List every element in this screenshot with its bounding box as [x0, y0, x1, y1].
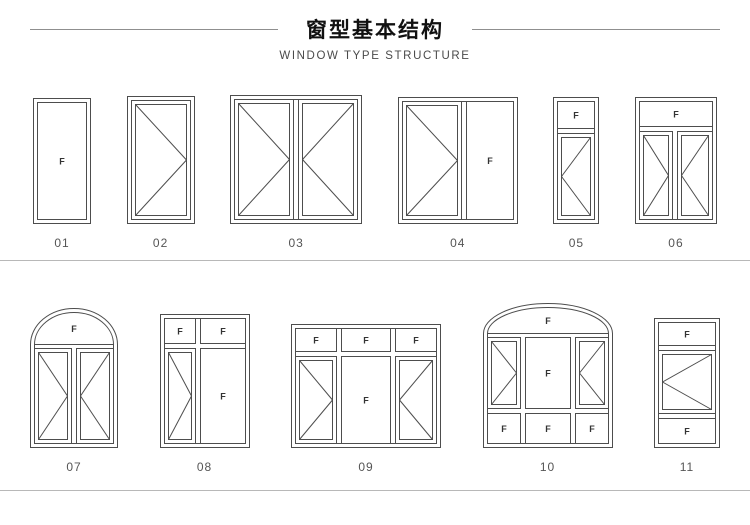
panel-label-f: F [487, 156, 493, 166]
window-drawing-11: FF [654, 318, 720, 448]
page-title: 窗型基本结构 [306, 19, 444, 42]
window-number-label: 02 [152, 236, 169, 250]
panel-label-f: F [313, 336, 319, 346]
window-drawing-04: F [397, 97, 518, 224]
window-drawing-09: F F F F [291, 324, 441, 448]
window-number-label: 06 [668, 236, 684, 250]
window-number-label: 01 [54, 236, 70, 250]
window-drawing-01: F [33, 98, 91, 224]
panel-label-f: F [545, 424, 551, 434]
panel-label-f: F [59, 157, 65, 167]
panel-label-f: F [363, 336, 369, 346]
window-drawing-02 [126, 96, 195, 224]
window-diagram-04: F 04 [397, 97, 518, 250]
section-divider [0, 260, 750, 261]
panel-label-f: F [413, 336, 419, 346]
window-number-label: 04 [450, 236, 466, 250]
window-diagram-03: 03 [230, 95, 363, 250]
panel-label-f: F [684, 427, 690, 437]
window-number-label: 11 [679, 460, 695, 474]
panel-label-f: F [71, 324, 77, 334]
panel-label-f: F [220, 327, 226, 337]
window-diagram-05: F 05 [553, 97, 600, 250]
panel-label-f: F [220, 392, 226, 402]
window-drawing-08: F F F [159, 314, 250, 448]
window-drawing-03 [230, 95, 363, 224]
window-diagram-01: F 01 [33, 98, 91, 250]
panel-label-f: F [363, 396, 369, 406]
panel-label-f: F [177, 327, 183, 337]
header: 窗型基本结构 WINDOW TYPE STRUCTURE [0, 14, 750, 62]
window-diagram-02: 02 [126, 96, 195, 250]
window-row-top: F 01 02 03 F 04 F 05 F 06 [0, 95, 750, 250]
window-diagram-06: F 06 [634, 97, 717, 250]
panel-label-f: F [501, 424, 507, 434]
title-right-line [472, 28, 720, 30]
panel-label-f: F [684, 330, 690, 340]
panel-label-f: F [545, 369, 551, 379]
window-number-label: 09 [358, 460, 374, 474]
title-left-line [30, 28, 278, 30]
page-subtitle: WINDOW TYPE STRUCTURE [279, 50, 471, 62]
panel-label-f: F [673, 110, 679, 120]
window-number-label: 03 [288, 236, 304, 250]
window-drawing-05: F [553, 97, 600, 224]
panel-label-f: F [545, 316, 551, 326]
panel-label-f: F [589, 424, 595, 434]
window-diagram-07: F 07 [30, 308, 118, 474]
window-number-label: 08 [196, 460, 213, 474]
window-drawing-10: F F F F F [482, 303, 613, 448]
window-number-label: 07 [66, 460, 82, 474]
window-drawing-07: F [30, 308, 118, 448]
bottom-divider [0, 490, 750, 491]
window-diagram-08: F F F 08 [159, 314, 250, 474]
window-number-label: 10 [539, 460, 556, 474]
panel-label-f: F [574, 111, 580, 121]
window-number-label: 05 [568, 236, 585, 250]
window-diagram-10: F F F F F 10 [482, 303, 613, 474]
window-diagram-09: F F F F 09 [291, 324, 441, 474]
window-drawing-06: F [634, 97, 717, 224]
title-row: 窗型基本结构 [0, 14, 750, 44]
